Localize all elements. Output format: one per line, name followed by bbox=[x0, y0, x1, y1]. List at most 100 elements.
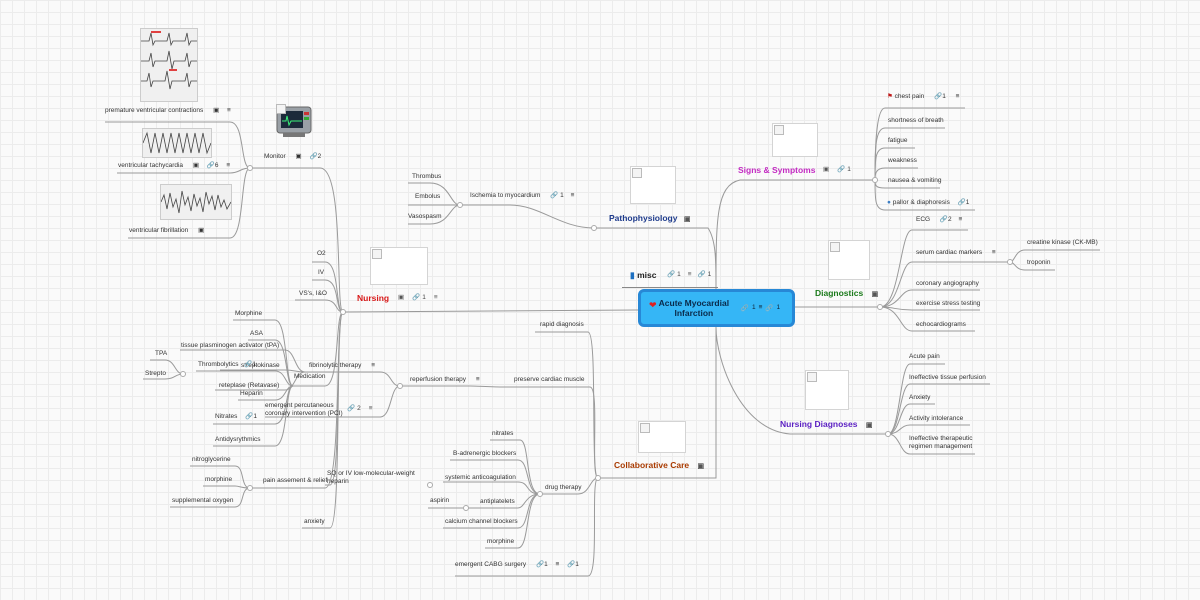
topic-antiplatelets[interactable]: antiplatelets bbox=[480, 498, 515, 505]
topic-oxygen[interactable]: supplemental oxygen bbox=[172, 497, 234, 504]
topic-thrombus[interactable]: Thrombus bbox=[412, 173, 442, 180]
hub-dot[interactable] bbox=[457, 202, 463, 208]
link-count: 1 bbox=[942, 93, 946, 100]
topic-iv[interactable]: IV bbox=[318, 269, 325, 276]
topic-nursing-diagnoses[interactable]: Nursing Diagnoses ▣ bbox=[780, 419, 872, 431]
hub-dot[interactable] bbox=[463, 505, 469, 511]
topic-monitor[interactable]: Monitor ▣ 🔗2 bbox=[264, 153, 321, 161]
topic-vtach[interactable]: ventricular tachycardia ▣ 🔗6 ≡ bbox=[118, 162, 230, 170]
topic-vs[interactable]: VS's, I&O bbox=[299, 290, 327, 297]
central-topic[interactable]: ❤ Acute Myocardial Infarction 🔗 1 ≡ 🔗 1 bbox=[638, 289, 795, 327]
topic-nausea[interactable]: nausea & vomiting bbox=[888, 177, 942, 184]
topic-med-asa[interactable]: ASA bbox=[250, 330, 264, 337]
topic-fatigue[interactable]: fatigue bbox=[888, 137, 908, 144]
topic-strepto[interactable]: Strepto bbox=[145, 370, 166, 377]
underline bbox=[622, 287, 718, 288]
topic-ecg[interactable]: ECG 🔗2 ≡ bbox=[916, 216, 962, 224]
link-icon: 🔗 bbox=[244, 361, 253, 368]
hub-dot[interactable] bbox=[885, 431, 891, 437]
link-antidysrythmics bbox=[213, 385, 294, 447]
topic-ccb[interactable]: calcium channel blockers bbox=[445, 518, 518, 525]
topic-med-morphine[interactable]: Morphine bbox=[235, 310, 263, 317]
topic-nitrates-collab[interactable]: nitrates bbox=[492, 430, 514, 437]
topic-nitroglycerine[interactable]: nitroglycerine bbox=[192, 456, 231, 463]
topic-reteplase[interactable]: reteplase (Retavase) bbox=[219, 382, 280, 389]
topic-pci[interactable]: emergent percutaneous coronary intervent… bbox=[265, 402, 343, 417]
topic-heparin[interactable]: Heparin bbox=[240, 390, 263, 397]
link-count: 1 bbox=[544, 561, 548, 568]
hub-dot[interactable] bbox=[1007, 259, 1013, 265]
topic-nursing[interactable]: Nursing bbox=[357, 293, 389, 304]
topic-acute-pain[interactable]: Acute pain bbox=[909, 353, 940, 360]
topic-embolus[interactable]: Embolus bbox=[415, 193, 441, 200]
hub-dot[interactable] bbox=[595, 475, 601, 481]
topic-echo[interactable]: echocardiograms bbox=[916, 321, 966, 328]
hub-dot[interactable] bbox=[180, 371, 186, 377]
topic-medication[interactable]: Medication bbox=[294, 373, 326, 380]
topic-drug-therapy[interactable]: drug therapy bbox=[545, 484, 582, 491]
hub-dot[interactable] bbox=[537, 491, 543, 497]
heart-icon: ❤ bbox=[649, 300, 657, 310]
topic-collaborative-care[interactable]: Collaborative Care ▣ bbox=[614, 460, 704, 472]
topic-ckmb[interactable]: creatine kinase (CK-MB) bbox=[1027, 239, 1098, 246]
topic-misc[interactable]: ▮ misc bbox=[630, 270, 656, 281]
link-sob bbox=[874, 127, 945, 181]
topic-vfib[interactable]: ventricular fibrillation ▣ bbox=[129, 227, 204, 235]
hub-dot[interactable] bbox=[591, 225, 597, 231]
topic-signs-symptoms[interactable]: Signs & Symptoms bbox=[738, 165, 815, 176]
topic-monitor-label: Monitor bbox=[264, 153, 286, 160]
topic-cabg[interactable]: emergent CABG surgery 🔗1 ≡ 🔗1 bbox=[455, 561, 579, 569]
hub-dot[interactable] bbox=[247, 485, 253, 491]
topic-troponin[interactable]: troponin bbox=[1027, 259, 1051, 266]
topic-ischemia[interactable]: Ischemia to myocardium 🔗 1 ≡ bbox=[470, 192, 574, 200]
topic-rapid-diagnosis[interactable]: rapid diagnosis bbox=[540, 321, 584, 328]
topic-pathophysiology[interactable]: Pathophysiology ▣ bbox=[609, 213, 690, 225]
link-anticoag bbox=[443, 481, 541, 495]
topic-sob[interactable]: shortness of breath bbox=[888, 117, 944, 124]
link-nursing bbox=[342, 309, 639, 313]
topic-antidysrythmics[interactable]: Antidysrythmics bbox=[215, 436, 261, 443]
topic-streptokinase[interactable]: streptokinase bbox=[241, 362, 280, 369]
topic-beta-blockers[interactable]: B-adrenergic blockers bbox=[453, 450, 517, 457]
topic-activity[interactable]: Activity intolerance bbox=[909, 415, 964, 422]
flag-icon: ⚑ bbox=[887, 93, 893, 100]
notes-icon: ≡ bbox=[226, 162, 231, 169]
topic-diagnostics[interactable]: Diagnostics ▣ bbox=[815, 288, 878, 300]
topic-regimen[interactable]: Ineffective therapeutic regimen manageme… bbox=[909, 435, 973, 450]
hub-dot[interactable] bbox=[340, 309, 346, 315]
topic-tpa[interactable]: TPA bbox=[155, 350, 168, 357]
link-count: 2 bbox=[317, 153, 322, 160]
topic-reperfusion[interactable]: reperfusion therapy ≡ bbox=[410, 376, 480, 384]
hub-dot[interactable] bbox=[247, 165, 253, 171]
hub-dot[interactable] bbox=[877, 304, 883, 310]
topic-aspirin[interactable]: aspirin bbox=[430, 497, 450, 504]
hub-dot[interactable] bbox=[872, 177, 878, 183]
link-ckmb bbox=[1009, 249, 1100, 263]
topic-anticoagulation[interactable]: systemic anticoagulation bbox=[445, 474, 516, 481]
topic-anxiety-nursing[interactable]: anxiety bbox=[304, 518, 325, 525]
topic-pain[interactable]: pain assement & relief bbox=[263, 477, 328, 484]
topic-pallor[interactable]: ● pallor & diaphoresis 🔗1 bbox=[887, 199, 969, 207]
topic-morphine-collab[interactable]: morphine bbox=[487, 538, 515, 545]
topic-fibrinolytic[interactable]: fibrinolytic therapy ≡ bbox=[309, 362, 375, 370]
topic-pvc[interactable]: premature ventricular contractions ▣ ≡ bbox=[105, 107, 231, 115]
topic-tpa-full[interactable]: tissue plasminogen activator (tPA) bbox=[181, 342, 280, 349]
topic-preserve-muscle[interactable]: preserve cardiac muscle bbox=[514, 376, 585, 383]
topic-anxiety-dx[interactable]: Anxiety bbox=[909, 394, 931, 401]
topic-angiography[interactable]: coronary angiography bbox=[916, 280, 979, 287]
topic-tissue-perfusion[interactable]: Ineffective tissue perfusion bbox=[909, 374, 986, 381]
topic-o2[interactable]: O2 bbox=[317, 250, 326, 257]
topic-serum-markers[interactable]: serum cardiac markers ≡ bbox=[916, 249, 996, 257]
topic-pain-morphine[interactable]: morphine bbox=[205, 476, 233, 483]
topic-med-nitrates[interactable]: Nitrates 🔗1 bbox=[215, 413, 257, 421]
topic-vasospasm[interactable]: Vasospasm bbox=[408, 213, 442, 220]
topic-stress[interactable]: exercise stress testing bbox=[916, 300, 981, 307]
topic-thrombolytics[interactable]: Thrombolytics 🔗1 bbox=[198, 361, 256, 369]
hub-dot[interactable] bbox=[397, 383, 403, 389]
topic-sq-heparin[interactable]: SQ or IV low-molecular-weight heparin bbox=[327, 470, 415, 485]
topic-weakness[interactable]: weakness bbox=[888, 157, 917, 164]
hub-dot[interactable] bbox=[427, 482, 433, 488]
topic-chest-pain[interactable]: ⚑ chest pain 🔗1 ≡ bbox=[887, 93, 959, 101]
